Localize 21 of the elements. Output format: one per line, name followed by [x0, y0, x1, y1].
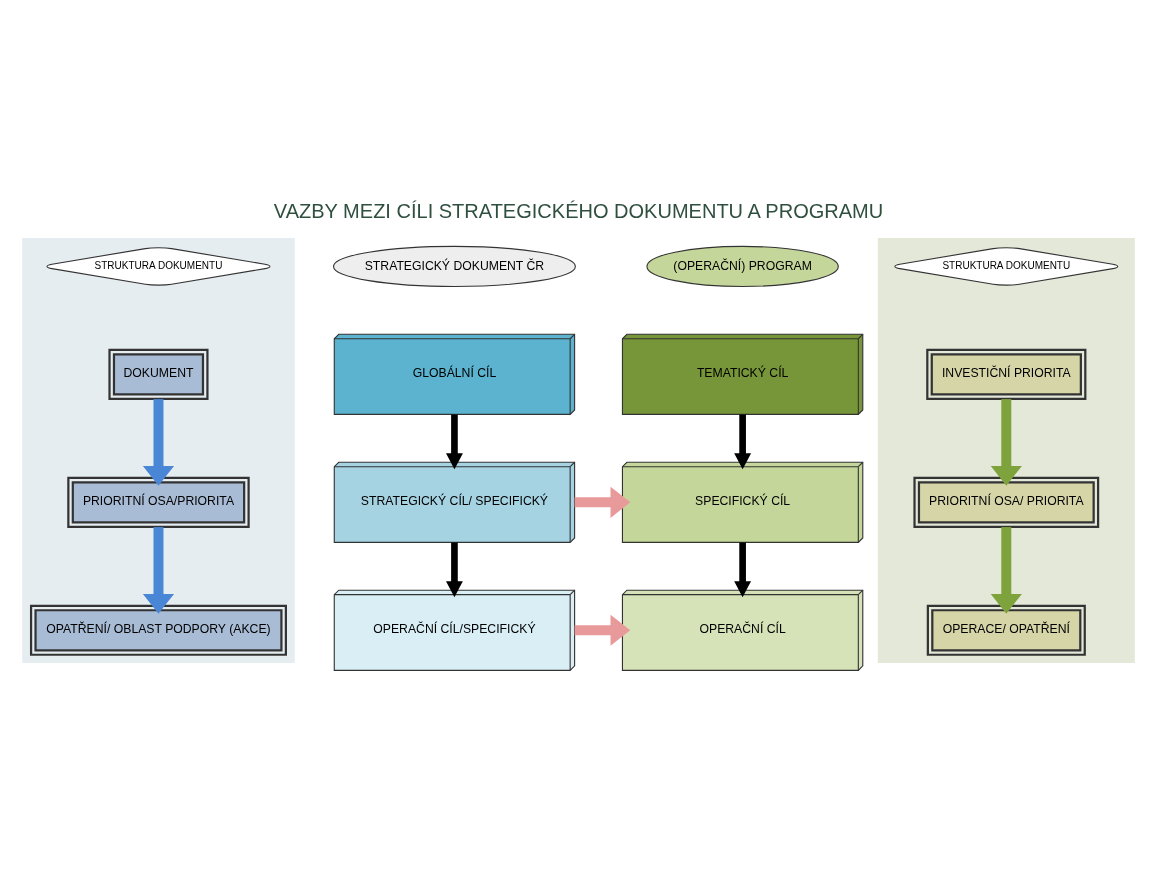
- node-box: PRIORITNÍ OSA/ PRIORITA: [913, 476, 1100, 528]
- arrow: [142, 398, 175, 486]
- arrow: [446, 414, 463, 469]
- arrow: [734, 414, 752, 469]
- diagram-title: VAZBY MEZI CÍLI STRATEGICKÉHO DOKUMENTU A PROGRAMU: [273, 199, 884, 222]
- node-ellipse: (OPERAČNÍ) PROGRAM: [646, 245, 839, 287]
- node-box: OPATŘENÍ/ OBLAST PODPORY (AKCE): [29, 604, 287, 656]
- arrow: [142, 526, 175, 614]
- arrow: [990, 526, 1022, 614]
- cluster: [21, 236, 296, 664]
- node-box: INVESTIČNÍ PRIORITA: [926, 348, 1087, 400]
- node-ellipse: STRATEGICKÝ DOKUMENT ČR: [332, 245, 576, 287]
- arrow: [574, 486, 631, 518]
- arrow: [734, 542, 752, 597]
- node-box: DOKUMENT: [108, 348, 209, 400]
- arrow: [990, 398, 1022, 486]
- cluster: [876, 236, 1136, 664]
- arrow: [446, 542, 463, 597]
- node-box: OPERACE/ OPATŘENÍ: [926, 604, 1086, 656]
- node-box: PRIORITNÍ OSA/PRIORITA: [67, 476, 250, 528]
- arrow: [574, 614, 631, 646]
